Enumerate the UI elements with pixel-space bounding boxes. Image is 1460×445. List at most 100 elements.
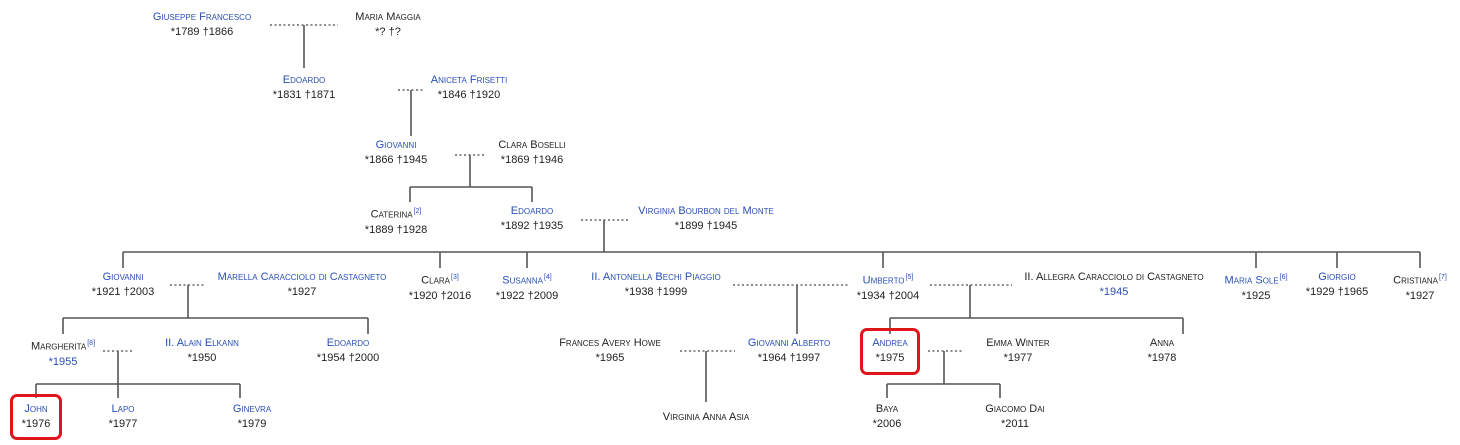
person-name: Cristiana[7] (1393, 274, 1447, 287)
reference-link[interactable]: [3] (451, 274, 459, 281)
person-name: Clara[3] (421, 274, 459, 287)
person-name: Baya (875, 403, 899, 415)
person-margherita: Margherita[8] *1955 (31, 336, 95, 370)
person-virginia-anna-asia: Virginia Anna Asia (663, 410, 749, 425)
reference-link[interactable]: [6] (1279, 274, 1288, 281)
person-name-link[interactable]: Edoardo (510, 205, 554, 217)
person-antonella-bechi-piaggio: II. Antonella Bechi Piaggio *1938 †1999 (591, 270, 720, 300)
reference-link[interactable]: [7] (1439, 274, 1447, 281)
person-name-link[interactable]: Lapo (111, 403, 135, 415)
person-dates: *1866 †1945 (364, 154, 428, 166)
person-name-link[interactable]: II. Antonella Bechi Piaggio (591, 271, 721, 283)
person-umberto: Umberto[5] *1934 †2004 (857, 270, 919, 304)
person-giacomo-dai: Giacomo Dai *2011 (985, 402, 1045, 432)
person-name-link[interactable]: Edoardo (326, 337, 370, 349)
person-dates: *1977 (1003, 352, 1033, 364)
reference-link[interactable]: [2] (413, 208, 422, 215)
person-name-link[interactable]: II. Alain Elkann (165, 337, 239, 349)
person-name-link[interactable]: Marella Caracciolo di Castagneto (217, 271, 387, 283)
person-dates: *1921 †2003 (91, 286, 155, 298)
person-name-link[interactable]: Andrea (872, 337, 908, 349)
person-marella-caracciolo: Marella Caracciolo di Castagneto *1927 (218, 270, 387, 300)
person-name-link[interactable]: Aniceta Frisetti (430, 74, 508, 86)
person-emma-winter: Emma Winter *1977 (986, 336, 1049, 366)
person-name-link[interactable]: Giuseppe Francesco (152, 11, 252, 23)
person-name-link[interactable]: Umberto[5] (862, 274, 914, 287)
person-name: Giacomo Dai (985, 403, 1045, 415)
person-name-link[interactable]: Susanna[4] (502, 274, 552, 287)
person-name-link[interactable]: Virginia Bourbon del Monte (638, 205, 774, 217)
person-andrea: Andrea *1975 (872, 336, 907, 366)
person-giovanni-1866: Giovanni *1866 †1945 (365, 138, 427, 168)
person-dates: *1950 (187, 352, 217, 364)
highlight-box-john (10, 394, 62, 440)
reference-link[interactable]: [5] (905, 274, 914, 281)
person-name-link[interactable]: Giorgio (1318, 271, 1356, 283)
person-dates: *1925 (1241, 289, 1271, 302)
person-dates: *1899 †1945 (674, 220, 738, 232)
person-name-link[interactable]: Edoardo (282, 74, 326, 86)
reference-link[interactable]: [8] (87, 340, 96, 347)
person-alain-elkann: II. Alain Elkann *1950 (165, 336, 239, 366)
person-maria-maggia: Maria Maggia *? †? (355, 10, 420, 40)
person-dates: *1978 (1147, 352, 1177, 364)
person-dates-link[interactable]: *1945 (1099, 286, 1129, 298)
person-ginevra: Ginevra *1979 (233, 402, 271, 432)
person-dates: *1977 (108, 418, 138, 430)
person-dates: *1831 †1871 (272, 89, 336, 101)
person-allegra-caracciolo: II. Allegra Caracciolo di Castagneto *19… (1024, 270, 1203, 300)
person-name: Emma Winter (986, 337, 1050, 349)
person-dates: *2006 (872, 418, 902, 430)
person-dates: *1869 †1946 (500, 154, 564, 166)
person-dates: *2011 (1001, 418, 1029, 430)
reference-link[interactable]: [4] (543, 274, 552, 281)
person-name: Maria Maggia (355, 11, 421, 23)
person-giovanni-alberto: Giovanni Alberto *1964 †1997 (748, 336, 830, 366)
person-name-link[interactable]: John (24, 403, 48, 415)
person-dates-link[interactable]: *1955 (48, 355, 78, 368)
person-dates: *1889 †1928 (364, 223, 428, 236)
person-name: Anna (1149, 337, 1175, 349)
highlight-box-andrea (860, 328, 920, 375)
person-giovanni-1921: Giovanni *1921 †2003 (92, 270, 154, 300)
person-name: II. Allegra Caracciolo di Castagneto (1024, 271, 1204, 283)
person-virginia-bourbon-del-monte: Virginia Bourbon del Monte *1899 †1945 (638, 204, 774, 234)
person-cristiana: Cristiana[7] *1927 (1393, 270, 1447, 304)
person-name: Caterina[2] (370, 208, 422, 221)
person-lapo: Lapo *1977 (109, 402, 138, 432)
person-edoardo-1831: Edoardo *1831 †1871 (273, 73, 335, 103)
person-dates: *1929 †1965 (1305, 286, 1369, 298)
person-dates: *1920 †2016 (408, 289, 472, 302)
person-edoardo-1954: Edoardo *1954 †2000 (317, 336, 379, 366)
person-name: Margherita[8] (30, 340, 96, 353)
person-dates: *? †? (375, 26, 401, 38)
person-aniceta-frisetti: Aniceta Frisetti *1846 †1920 (431, 73, 508, 103)
person-name-link[interactable]: Giovanni (102, 271, 144, 283)
person-name: Frances Avery Howe (559, 337, 661, 349)
person-giorgio: Giorgio *1929 †1965 (1306, 270, 1368, 300)
person-dates: *1927 (1405, 289, 1435, 302)
person-anna: Anna *1978 (1148, 336, 1177, 366)
person-name-link[interactable]: Giovanni Alberto (747, 337, 831, 349)
person-frances-avery-howe: Frances Avery Howe *1965 (559, 336, 661, 366)
person-susanna: Susanna[4] *1922 †2009 (496, 270, 558, 304)
person-name-link[interactable]: Maria Sole[6] (1224, 274, 1288, 287)
person-dates: *1979 (237, 418, 267, 430)
person-dates: *1846 †1920 (437, 89, 501, 101)
person-name-link[interactable]: Ginevra (232, 403, 272, 415)
person-dates: *1938 †1999 (624, 286, 688, 298)
person-name: Virginia Anna Asia (662, 411, 750, 423)
person-name: Clara Boselli (498, 139, 566, 151)
person-baya: Baya *2006 (873, 402, 902, 432)
person-dates: *1976 (21, 418, 51, 430)
person-dates: *1975 (875, 352, 905, 364)
person-name-link[interactable]: Giovanni (375, 139, 417, 151)
person-dates: *1922 †2009 (495, 289, 559, 302)
person-dates: *1892 †1935 (500, 220, 564, 232)
person-maria-sole: Maria Sole[6] *1925 (1224, 270, 1287, 304)
person-dates: *1927 (287, 286, 317, 298)
person-dates: *1954 †2000 (316, 352, 380, 364)
person-caterina: Caterina[2] *1889 †1928 (365, 204, 427, 238)
person-dates: *1789 †1866 (170, 26, 234, 38)
